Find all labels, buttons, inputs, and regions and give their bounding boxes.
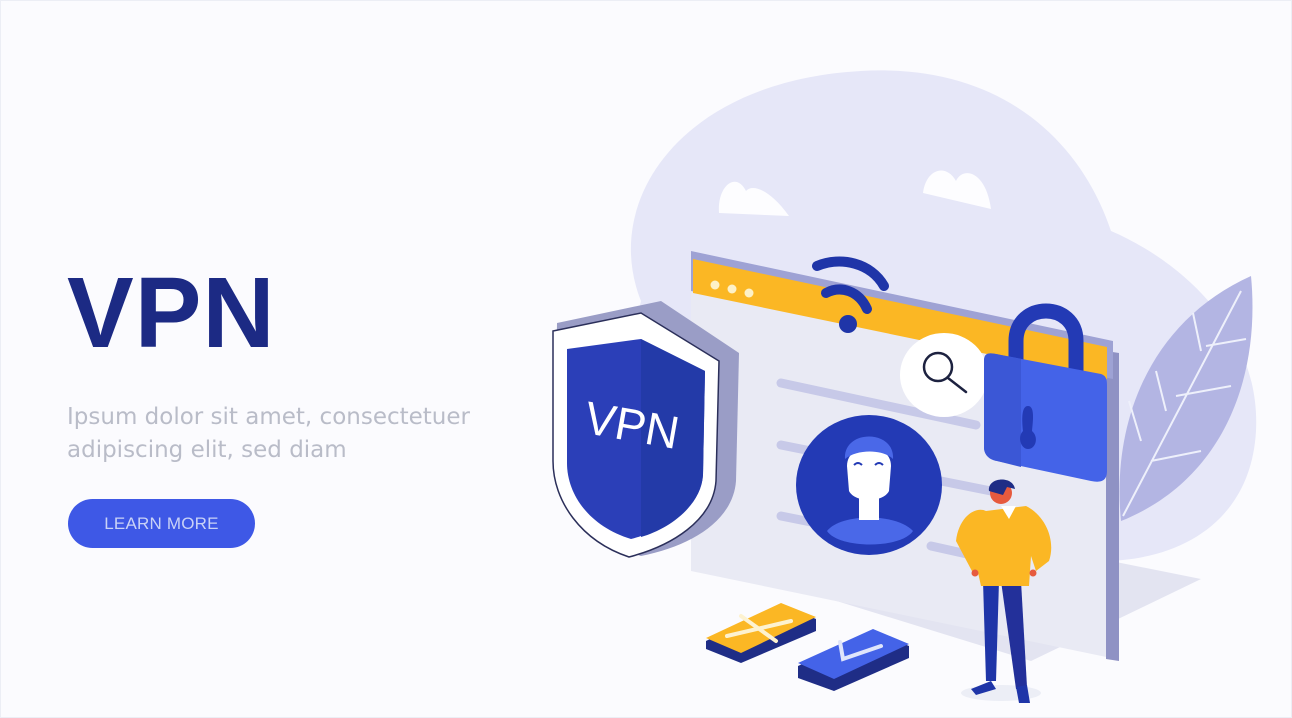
hero-title: VPN [67,257,276,369]
cloud-icon [718,170,991,216]
user-avatar-icon [796,415,942,555]
checkmark-icon[interactable] [798,629,909,691]
window-dot [710,280,720,290]
person-figure [956,479,1052,703]
learn-more-button[interactable]: LEARN MORE [68,499,255,548]
window-dot [727,284,737,294]
padlock-icon [984,303,1107,482]
hero-text-block: VPN Ipsum dolor sit amet, consectetuer a… [67,263,537,467]
wifi-icon [812,256,889,314]
close-x-icon[interactable] [706,603,816,663]
leaf-icon [1119,276,1253,521]
vpn-illustration: VPN [541,61,1292,718]
search-icon[interactable] [900,333,988,417]
window-dot [744,288,754,298]
vpn-shield-icon: VPN [552,301,739,558]
hero-description: Ipsum dolor sit amet, consectetuer adipi… [67,404,470,463]
wifi-dot [839,315,857,333]
